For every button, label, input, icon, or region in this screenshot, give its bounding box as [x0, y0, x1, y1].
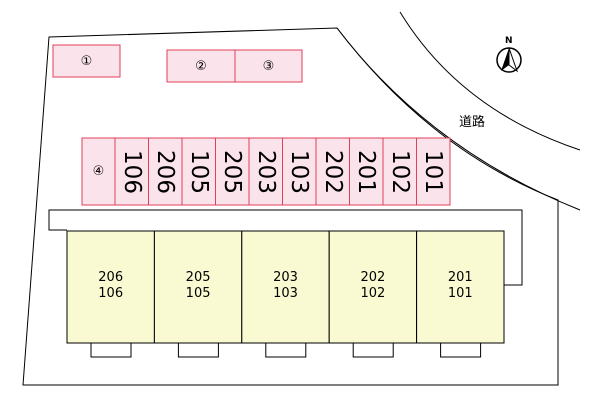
building-unit — [241, 230, 330, 344]
road-label: 道路 — [459, 115, 486, 130]
unit-number-lower: 105 — [185, 286, 211, 301]
parking-space-label: 103 — [286, 149, 313, 194]
parking-space — [315, 137, 350, 206]
parking-space — [382, 137, 417, 206]
unit-number-lower: 101 — [447, 286, 473, 301]
north-label: N — [505, 36, 513, 46]
unit-number-upper: 201 — [447, 270, 473, 285]
road-edge-inner — [336, 27, 581, 211]
parking-space-label: ② — [195, 58, 207, 74]
building-layer — [66, 230, 505, 358]
parking-space — [52, 44, 121, 78]
parking-row-label: ④ — [92, 164, 105, 179]
parking-space — [166, 49, 236, 83]
parking-space-label: 102 — [387, 149, 414, 194]
parking-space — [282, 137, 317, 206]
parking-space — [234, 49, 303, 83]
parking-row-marker — [81, 137, 116, 206]
parking-space — [114, 137, 149, 206]
balcony — [90, 342, 132, 358]
parking-space-label: 203 — [253, 149, 280, 194]
parking-space-label: 106 — [119, 149, 146, 194]
unit-number-upper: 202 — [360, 270, 386, 285]
parking-space-label: ① — [80, 53, 93, 69]
parking-space-label: 206 — [152, 149, 179, 194]
building-outline — [48, 209, 523, 286]
unit-number-lower: 106 — [98, 286, 124, 301]
parking-space-label: ③ — [262, 58, 275, 74]
parking-space — [248, 137, 283, 206]
unit-number-lower: 102 — [360, 286, 386, 301]
balcony — [352, 342, 394, 358]
parking-layer — [52, 44, 451, 206]
road-edge-outer — [399, 11, 581, 151]
north-arrow-icon — [496, 47, 522, 73]
balcony — [440, 342, 482, 358]
parking-space — [148, 137, 183, 206]
unit-number-upper: 203 — [273, 270, 298, 285]
parking-space-label: 105 — [186, 149, 213, 194]
parking-space-label: 101 — [420, 149, 447, 194]
balcony — [177, 342, 219, 358]
parking-space — [181, 137, 216, 206]
balcony — [265, 342, 307, 358]
parking-space-label: 202 — [320, 149, 347, 194]
building-unit — [328, 230, 418, 344]
parking-space-label: 201 — [353, 149, 380, 194]
building-unit — [416, 230, 505, 344]
unit-number-upper: 206 — [98, 270, 124, 285]
unit-number-lower: 103 — [273, 286, 298, 301]
parking-space-label: 205 — [219, 149, 246, 194]
parking-space — [416, 137, 451, 206]
unit-number-upper: 205 — [185, 270, 211, 285]
